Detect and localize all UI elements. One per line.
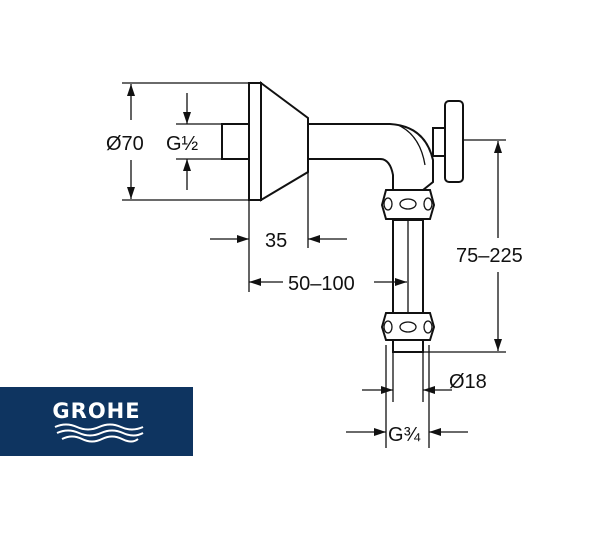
outlet-stub (392, 339, 424, 353)
dim-outlet-thread: G¾ (388, 424, 421, 446)
dim-pipe-diameter: Ø18 (449, 371, 487, 393)
faucet-drawing (221, 81, 464, 353)
dim-height: 75–225 (456, 245, 523, 267)
dim-projection: 50–100 (288, 273, 355, 295)
inlet-stub (221, 123, 250, 160)
logo-text: GROHE (52, 399, 141, 423)
grohe-logo: GROHE (0, 387, 193, 456)
cone-rosette (260, 81, 309, 202)
elbow-pipe (307, 123, 434, 191)
valve-stem (432, 127, 446, 157)
dim-flange-diameter: Ø70 (106, 133, 144, 155)
dim-flange-depth: 35 (265, 230, 287, 252)
handwheel (444, 100, 464, 183)
lower-nut (380, 312, 436, 341)
dimension-lines (122, 82, 506, 448)
dim-inlet-thread: G½ (166, 133, 199, 155)
upper-nut (380, 189, 436, 220)
wall-flange (248, 82, 262, 201)
waves-icon (54, 423, 144, 443)
